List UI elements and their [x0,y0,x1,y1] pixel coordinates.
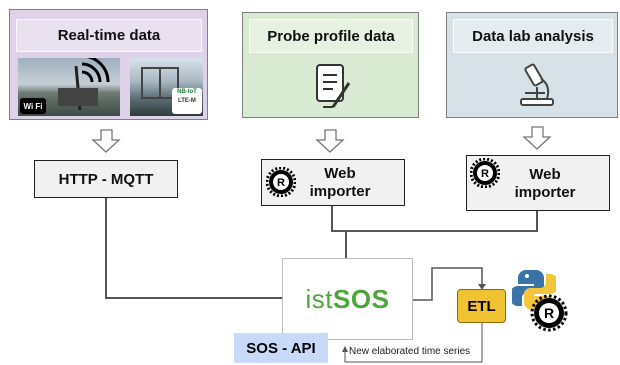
source-lab-title: Data lab analysis [453,19,613,53]
feedback-label: New elaborated time series [349,346,471,357]
istsos-box: istSOS [282,258,413,340]
web-importer-2-line1: Web [529,166,561,183]
web-importer-box-2: R Web importer [466,155,610,211]
sos-api-label-box: SOS - API [234,333,328,363]
sos-api-label: SOS - API [246,339,316,357]
down-arrow-3 [522,126,552,150]
source-realtime-title: Real-time data [16,19,202,52]
source-probe-box: Probe profile data [242,12,419,118]
web-importer-1-line1: Web [324,165,356,182]
web-importer-box-1: R Web importer [261,159,405,206]
svg-text:R: R [544,305,554,321]
rust-logo-icon: R [266,167,296,197]
http-mqtt-box: HTTP - MQTT [34,160,178,198]
istsos-logo: istSOS [306,284,390,315]
istsos-logo-text-a: ist [305,283,334,314]
ltem-badge: LTE-M [178,98,196,104]
connector-istsos-etl [413,267,483,301]
source-realtime-box: Real-time data Wi Fi NB-IoT LTE-M [9,9,208,120]
realtime-photo-lake: Wi Fi [18,58,120,116]
connector-http-istsos [105,198,282,299]
http-mqtt-label: HTTP - MQTT [58,170,154,188]
realtime-photo-station: NB-IoT LTE-M [130,58,203,116]
etl-label: ETL [467,297,496,315]
connector-etl-feedback [344,323,483,363]
rust-logo-icon: R [470,158,500,188]
svg-text:R: R [277,177,285,189]
web-importer-1-line2: importer [309,183,371,200]
rust-logo-etl-icon: R [530,294,568,332]
arrowhead-feedback [342,346,348,352]
svg-text:R: R [481,168,489,180]
web-importer-2-line2: importer [514,184,576,201]
microscope-icon [520,63,554,106]
connector-webimporter1 [331,206,346,232]
connector-webimporter2 [345,211,538,258]
arrowhead-etl [478,284,486,290]
down-arrow-1 [91,129,121,153]
istsos-logo-text-b: SOS [333,283,390,314]
source-lab-box: Data lab analysis [446,12,618,118]
source-probe-title: Probe profile data [249,19,413,53]
wifi-icon: Wi Fi [20,98,46,114]
down-arrow-2 [315,129,345,153]
etl-box: ETL [457,289,506,323]
nb-iot-lte-m-icon: NB-IoT LTE-M [172,88,202,114]
nbiot-badge: NB-IoT [177,89,197,95]
document-pen-icon [316,64,351,108]
